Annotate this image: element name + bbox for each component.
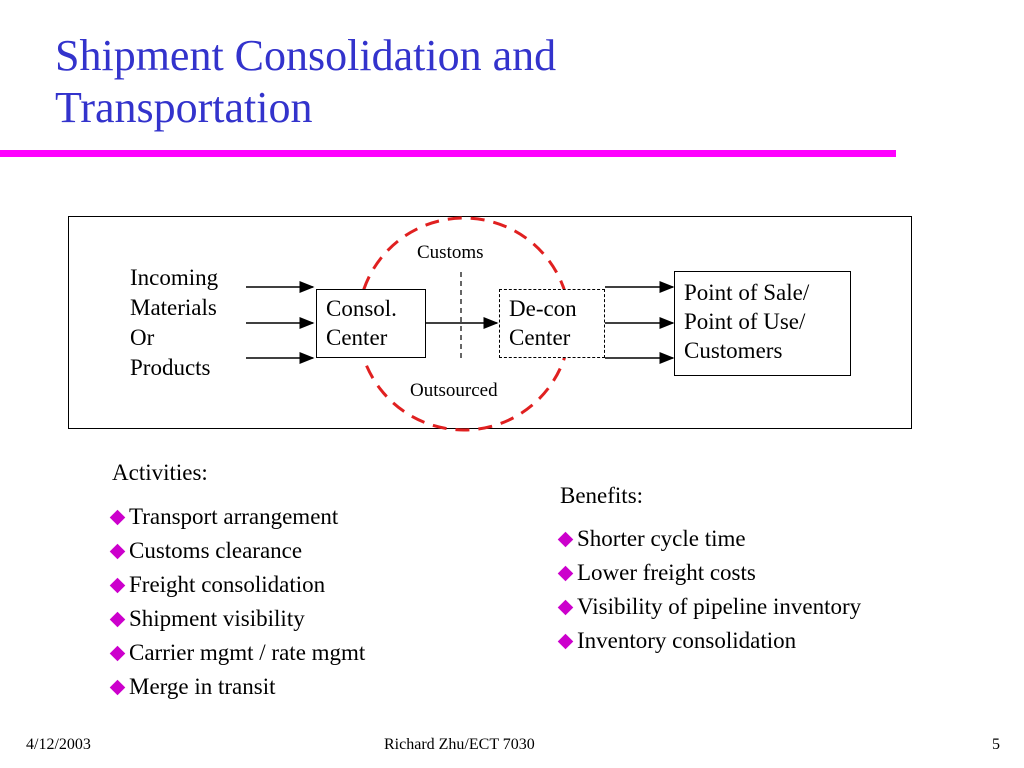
activities-heading: Activities:: [112, 460, 208, 485]
slide-title: Shipment Consolidation and Transportatio…: [55, 30, 556, 134]
diamond-bullet-icon: [109, 543, 126, 560]
diamond-bullet-icon: [557, 531, 574, 548]
list-item: Shipment visibility: [108, 602, 365, 636]
diamond-bullet-icon: [109, 577, 126, 594]
list-item: Lower freight costs: [556, 556, 861, 590]
list-item-text: Freight consolidation: [129, 572, 326, 597]
list-item-text: Shipment visibility: [129, 606, 305, 631]
list-item: Transport arrangement: [108, 500, 365, 534]
list-item-text: Visibility of pipeline inventory: [577, 594, 862, 619]
point-of-sale-box: Point of Sale/ Point of Use/ Customers: [674, 271, 851, 376]
benefits-heading: Benefits:: [560, 483, 644, 508]
customs-label: Customs: [417, 242, 484, 263]
diamond-bullet-icon: [557, 565, 574, 582]
list-item: Inventory consolidation: [556, 624, 861, 658]
diamond-bullet-icon: [109, 645, 126, 662]
title-line-1: Shipment Consolidation and: [55, 31, 557, 80]
title-underline: [0, 150, 896, 157]
diamond-bullet-icon: [109, 679, 126, 696]
outsourced-label: Outsourced: [410, 380, 498, 401]
incoming-materials-label: Incoming Materials Or Products: [130, 265, 219, 380]
list-item: Carrier mgmt / rate mgmt: [108, 636, 365, 670]
list-item-text: Merge in transit: [129, 674, 276, 699]
list-item: Shorter cycle time: [556, 522, 861, 556]
diamond-bullet-icon: [557, 599, 574, 616]
footer-page-number: 5: [992, 736, 1000, 753]
diamond-bullet-icon: [109, 509, 126, 526]
list-item: Visibility of pipeline inventory: [556, 590, 861, 624]
diamond-bullet-icon: [557, 633, 574, 650]
title-line-2: Transportation: [55, 83, 313, 132]
list-item: Customs clearance: [108, 534, 365, 568]
decon-center-box: De-con Center: [499, 289, 605, 358]
list-item: Merge in transit: [108, 670, 365, 704]
list-item-text: Transport arrangement: [129, 504, 339, 529]
diamond-bullet-icon: [109, 611, 126, 628]
diagram-frame: [68, 216, 912, 429]
footer-date: 4/12/2003: [26, 736, 91, 753]
consol-center-box: Consol. Center: [316, 289, 426, 358]
list-item-text: Carrier mgmt / rate mgmt: [129, 640, 366, 665]
footer-author: Richard Zhu/ECT 7030: [384, 736, 535, 753]
list-item-text: Inventory consolidation: [577, 628, 797, 653]
list-item-text: Shorter cycle time: [577, 526, 746, 551]
list-item-text: Customs clearance: [129, 538, 303, 563]
list-item: Freight consolidation: [108, 568, 365, 602]
list-item-text: Lower freight costs: [577, 560, 756, 585]
